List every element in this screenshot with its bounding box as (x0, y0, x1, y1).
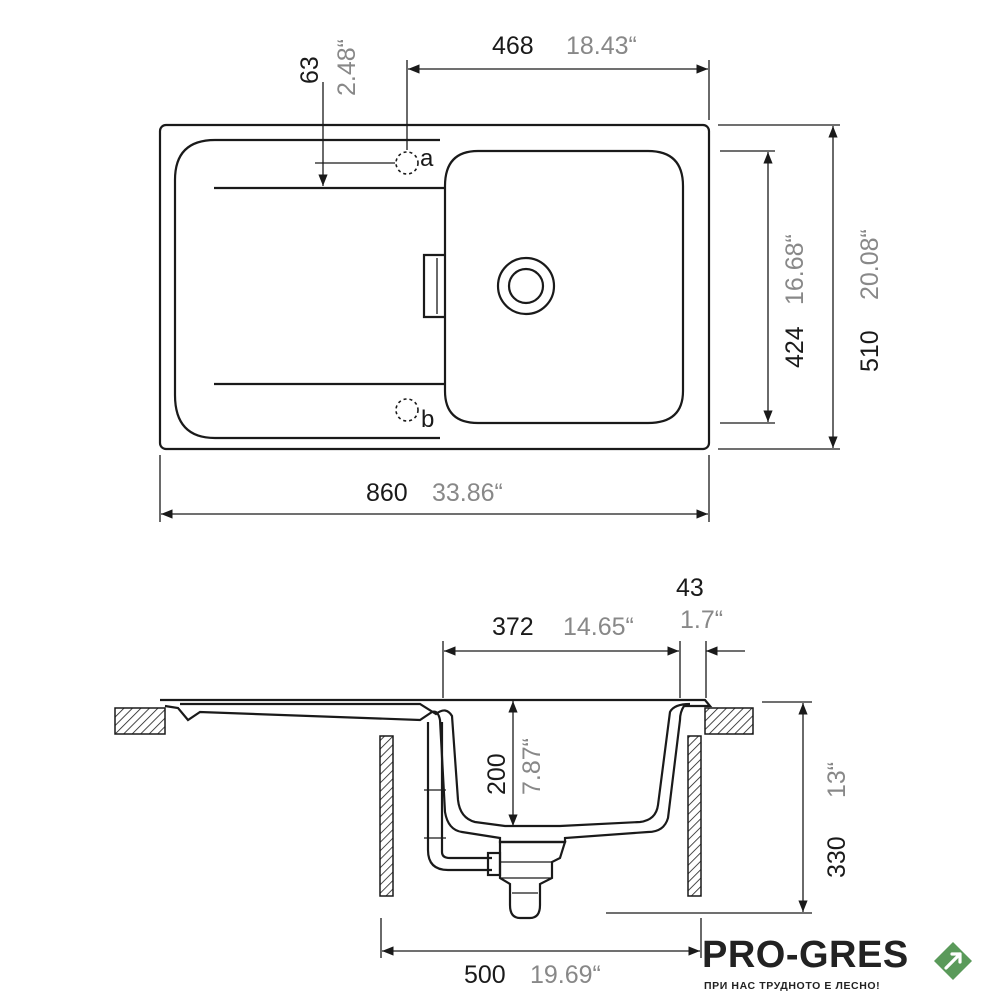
bowl-outline (443, 149, 685, 425)
dim-bowl-inner-mm: 372 (492, 613, 534, 641)
drain-nut (486, 851, 502, 877)
sink-profile-inner (180, 702, 691, 828)
dim-tap-offset-mm: 63 (296, 56, 324, 84)
cabinet-wall-right (687, 735, 702, 897)
dim-length-inch: 33.86“ (432, 479, 503, 507)
dim-bowl-depth-inch: 7.87“ (518, 738, 546, 795)
dim-bowl-length-mm: 468 (492, 32, 534, 60)
countertop-right (704, 707, 754, 735)
dim-total-depth-inch: 13“ (823, 762, 851, 798)
drainboard-outline (173, 138, 440, 440)
dim-bowl-width-inch: 16.68“ (781, 234, 809, 305)
dim-cabinet-mm: 500 (464, 961, 506, 989)
dim-total-depth-mm: 330 (823, 836, 851, 878)
dim-tap-offset-inch: 2.48“ (333, 39, 361, 96)
dim-bowl-width-mm: 424 (781, 326, 809, 368)
brand-tagline: ПРИ НАС ТРУДНОТО Е ЛЕСНО! (704, 980, 881, 992)
brand-name: PRO-GRES (702, 934, 909, 976)
dim-length-mm: 860 (366, 479, 408, 507)
brand-logo: PRO-GRES ПРИ НАС ТРУДНОТО Е ЛЕСНО! (702, 936, 992, 996)
sink-profile (160, 698, 713, 844)
side-view: 372 14.65“ 43 1.7“ 200 7.87“ 330 13“ 500… (114, 574, 851, 989)
drain-body (498, 840, 567, 920)
tap-hole-a-label: a (420, 145, 434, 172)
sink-outline (158, 123, 711, 451)
drain-outer (496, 256, 556, 316)
diamond-arrow-icon (934, 942, 972, 980)
dim-rim-mm: 43 (676, 574, 704, 602)
overflow-slot (422, 253, 445, 319)
dim-cabinet-inch: 19.69“ (530, 961, 601, 989)
drain-inner (507, 267, 545, 305)
dim-bowl-inner-inch: 14.65“ (563, 613, 634, 641)
overflow-pipe (426, 722, 492, 872)
tap-hole-b-icon (395, 398, 419, 422)
dim-rim-inch: 1.7“ (680, 606, 723, 634)
dim-width-inch: 20.08“ (856, 229, 884, 300)
dim-bowl-length-inch: 18.43“ (566, 32, 637, 60)
dim-width-mm: 510 (856, 330, 884, 372)
tap-hole-b-label: b (421, 406, 434, 433)
tap-hole-a-icon (395, 151, 419, 175)
dim-bowl-depth-mm: 200 (483, 753, 511, 795)
countertop-left (114, 707, 166, 735)
cabinet-wall-left (379, 735, 394, 897)
top-view: a b 860 33.86“ 510 20.08“ 424 16.68“ 468… (158, 32, 884, 522)
